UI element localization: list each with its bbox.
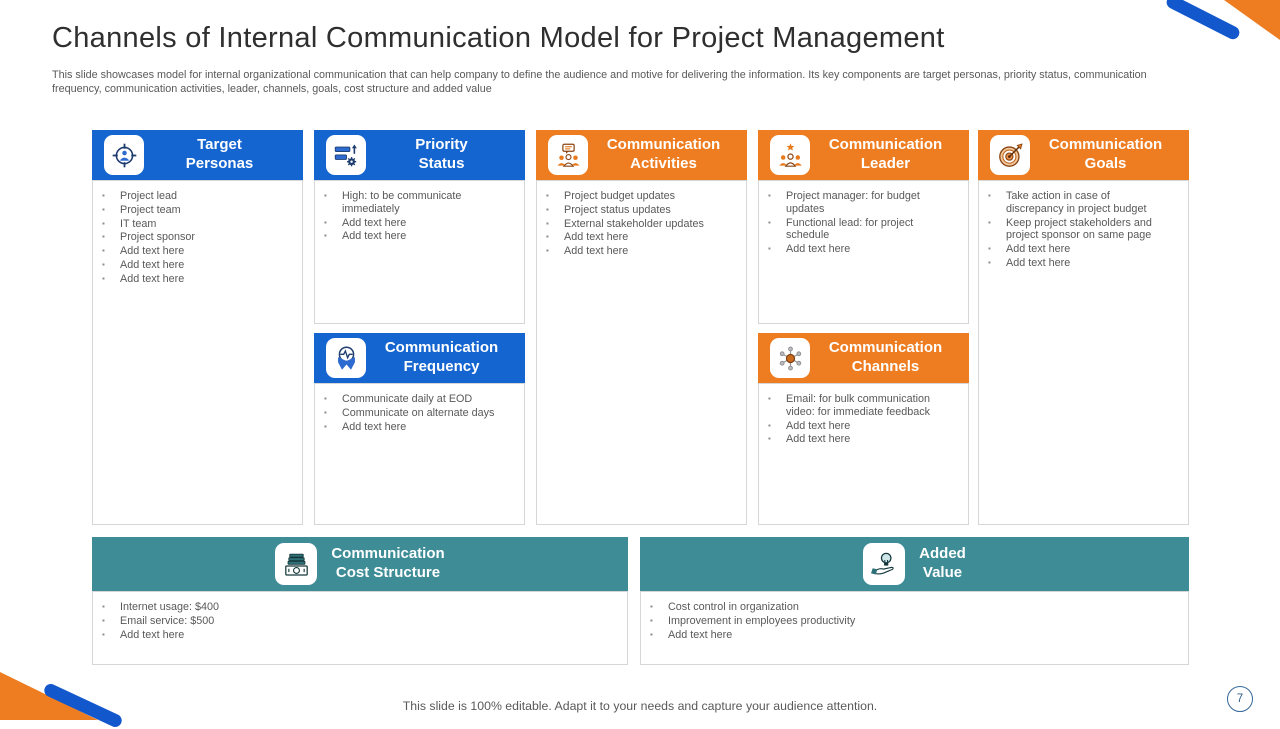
card-bullets: Email: for bulk communication video: for… <box>758 383 969 525</box>
bullet-item: Add text here <box>641 629 1184 642</box>
card-target-personas: Target Personas Project leadProject team… <box>92 130 303 525</box>
bullet-item: Add text here <box>315 421 520 434</box>
card-communication-channels: Communication Channels Email: for bulk c… <box>758 333 969 525</box>
card-header-cost-structure: Communication Cost Structure <box>92 537 628 591</box>
priority-status-icon <box>326 135 366 175</box>
bullet-item: Project status updates <box>537 204 742 217</box>
added-value-icon <box>863 543 906 585</box>
bullet-item: Keep project stakeholders and project sp… <box>979 217 1184 243</box>
card-title: Communication Frequency <box>384 339 499 375</box>
card-communication-frequency: Communication Frequency Communicate dail… <box>314 333 525 525</box>
bullet-item: Cost control in organization <box>641 601 1184 614</box>
card-bullets: Project manager: for budget updatesFunct… <box>758 180 969 324</box>
bullet-item: Add text here <box>93 629 623 642</box>
bullet-item: Add text here <box>93 245 298 258</box>
card-header-priority-status: Priority Status <box>314 130 525 180</box>
bullet-item: Email: for bulk communication video: for… <box>759 393 964 419</box>
bullet-item: Communicate on alternate days <box>315 407 520 420</box>
card-title: Added Value <box>919 545 966 581</box>
card-header-communication-activities: Communication Activities <box>536 130 747 180</box>
bullet-item: Email service: $500 <box>93 615 623 628</box>
bullet-item: Take action in case of discrepancy in pr… <box>979 190 1184 216</box>
card-bullets: Project budget updatesProject status upd… <box>536 180 747 525</box>
card-header-communication-frequency: Communication Frequency <box>314 333 525 383</box>
card-title: Priority Status <box>415 136 468 172</box>
communication-frequency-icon <box>326 338 366 378</box>
bullet-item: Project budget updates <box>537 190 742 203</box>
bullet-item: Add text here <box>93 273 298 286</box>
card-priority-status: Priority Status High: to be communicate … <box>314 130 525 324</box>
bullet-item: External stakeholder updates <box>537 218 742 231</box>
communication-goals-icon <box>990 135 1030 175</box>
cost-structure-icon <box>275 543 318 585</box>
bullet-item: Project team <box>93 204 298 217</box>
bullet-item: Project manager: for budget updates <box>759 190 964 216</box>
card-header-added-value: Added Value <box>640 537 1189 591</box>
card-bullets: High: to be communicate immediatelyAdd t… <box>314 180 525 324</box>
card-title: Communication Goals <box>1048 136 1163 172</box>
card-communication-cost-structure: Communication Cost Structure Internet us… <box>92 537 628 665</box>
bullet-item: Improvement in employees productivity <box>641 615 1184 628</box>
column-communication-goals: Communication Goals Take action in case … <box>978 130 1189 525</box>
column-communication-activities: Communication Activities Project budget … <box>536 130 747 525</box>
bullet-item: High: to be communicate immediately <box>315 190 520 216</box>
bullet-item: Internet usage: $400 <box>93 601 623 614</box>
card-bullets: Cost control in organizationImprovement … <box>640 591 1189 665</box>
bullet-item: Add text here <box>759 433 964 446</box>
bullet-item: Add text here <box>315 217 520 230</box>
communication-channels-icon <box>770 338 810 378</box>
footer-note: This slide is 100% editable. Adapt it to… <box>402 699 878 713</box>
page-title: Channels of Internal Communication Model… <box>52 22 945 54</box>
bullet-item: Add text here <box>979 243 1184 256</box>
card-header-communication-channels: Communication Channels <box>758 333 969 383</box>
bullet-item: IT team <box>93 218 298 231</box>
card-title: Target Personas <box>185 136 254 172</box>
page-number-badge: 7 <box>1227 686 1253 712</box>
bullet-item: Add text here <box>93 259 298 272</box>
card-title: Communication Leader <box>828 136 943 172</box>
card-header-communication-goals: Communication Goals <box>978 130 1189 180</box>
card-title: Communication Channels <box>828 339 943 375</box>
bullet-item: Project sponsor <box>93 231 298 244</box>
communication-leader-icon <box>770 135 810 175</box>
card-bullets: Take action in case of discrepancy in pr… <box>978 180 1189 525</box>
bullet-item: Add text here <box>759 243 964 256</box>
bullet-item: Project lead <box>93 190 298 203</box>
card-communication-leader: Communication Leader Project manager: fo… <box>758 130 969 324</box>
card-header-communication-leader: Communication Leader <box>758 130 969 180</box>
slide-subtitle: This slide showcases model for internal … <box>52 69 1147 95</box>
card-communication-activities: Communication Activities Project budget … <box>536 130 747 525</box>
communication-activities-icon <box>548 135 588 175</box>
bullet-item: Add text here <box>759 420 964 433</box>
column-target-personas: Target Personas Project leadProject team… <box>92 130 303 525</box>
target-personas-icon <box>104 135 144 175</box>
bullet-item: Add text here <box>537 231 742 244</box>
bullet-item: Add text here <box>537 245 742 258</box>
card-added-value: Added Value Cost control in organization… <box>640 537 1189 665</box>
card-bullets: Internet usage: $400Email service: $500A… <box>92 591 628 665</box>
bullet-item: Add text here <box>315 230 520 243</box>
top-right-blue-stripe <box>1164 0 1242 42</box>
card-communication-goals: Communication Goals Take action in case … <box>978 130 1189 525</box>
bullet-item: Functional lead: for project schedule <box>759 217 964 243</box>
card-header-target-personas: Target Personas <box>92 130 303 180</box>
card-bullets: Communicate daily at EODCommunicate on a… <box>314 383 525 525</box>
bullet-item: Communicate daily at EOD <box>315 393 520 406</box>
column-priority-frequency: Priority Status High: to be communicate … <box>314 130 525 525</box>
bullet-item: Add text here <box>979 257 1184 270</box>
card-title: Communication Cost Structure <box>331 545 445 581</box>
card-bullets: Project leadProject teamIT teamProject s… <box>92 180 303 525</box>
card-title: Communication Activities <box>606 136 721 172</box>
column-leader-channels: Communication Leader Project manager: fo… <box>758 130 969 525</box>
